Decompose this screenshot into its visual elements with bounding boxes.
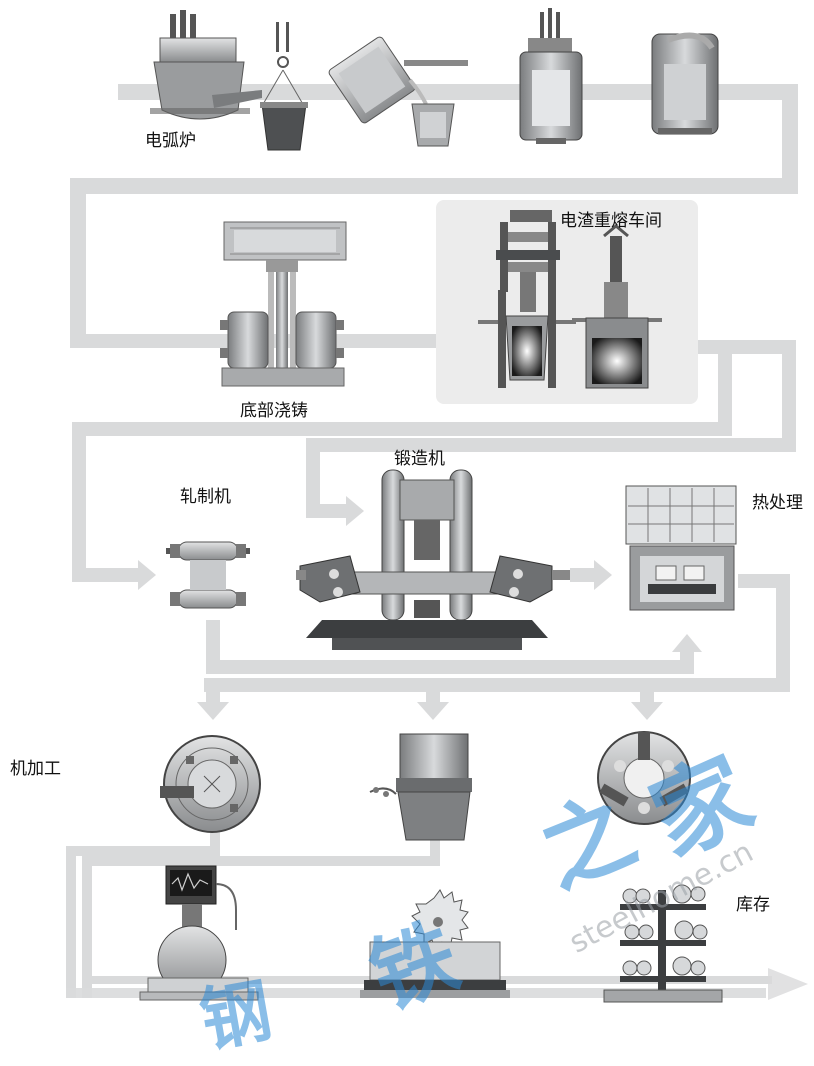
bottom-casting — [220, 221, 347, 387]
label-bottom-casting: 底部浇铸 — [240, 401, 308, 421]
esr-unit-right — [572, 224, 662, 389]
esr-unit-left — [478, 210, 576, 388]
label-rolling-mill: 轧制机 — [180, 487, 231, 507]
ladle-furnace — [651, 32, 719, 135]
storage-rack — [603, 884, 723, 1003]
vacuum-vessel — [519, 8, 583, 144]
forging-press — [296, 469, 570, 650]
label-esr-workshop: 电渣重熔车间 — [560, 211, 662, 231]
label-storage: 库存 — [736, 895, 770, 915]
pouring-ladle — [328, 36, 468, 147]
milling-cutter — [369, 733, 472, 841]
ultrasonic-testing — [139, 865, 259, 1001]
label-machining: 机加工 — [10, 759, 61, 779]
rolling-mill — [166, 541, 250, 609]
heat-treatment-furnace — [625, 485, 737, 611]
label-arc-furnace: 电弧炉 — [145, 131, 196, 151]
arc-furnace — [150, 10, 262, 120]
cutting-saw — [360, 889, 510, 998]
process-diagram: 电弧炉 电渣重熔车间 底部浇铸 锻造机 轧制机 热处理 机加工 库存 铁 之 家… — [10, 8, 808, 1062]
three-jaw-chuck — [597, 731, 691, 825]
crane-ladle — [260, 22, 308, 151]
flow-canvas — [66, 8, 808, 1003]
label-heat-treatment: 热处理 — [752, 493, 803, 513]
lathe-chuck — [160, 735, 261, 833]
label-forging-press: 锻造机 — [394, 449, 445, 469]
